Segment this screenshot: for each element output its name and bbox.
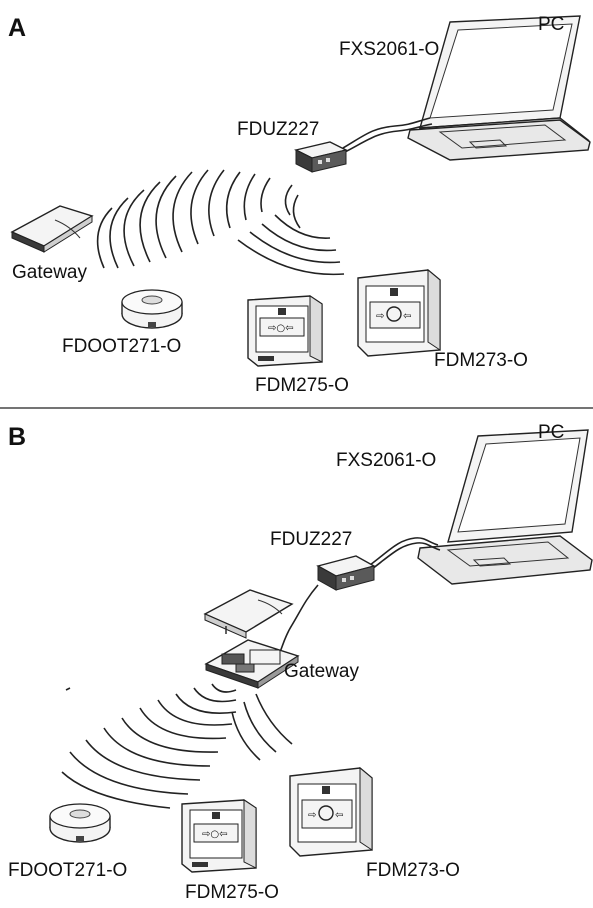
manual-call-point-back-icon: ⇨ ⇦: [289, 766, 373, 857]
usb-cable: [342, 117, 431, 149]
gateway-label: Gateway: [12, 262, 87, 283]
pc-laptop-icon: [417, 429, 593, 585]
manual-call-point-back-icon: ⇨ ⇦: [357, 268, 441, 357]
svg-text:⇨: ⇨: [376, 311, 384, 322]
panel-b-letter: B: [8, 423, 26, 451]
gateway-label: Gateway: [284, 661, 359, 682]
usb-cable: [369, 537, 439, 566]
svg-text:⇨○⇦: ⇨○⇦: [268, 323, 293, 334]
interface-label: FDUZ227: [270, 529, 352, 550]
radio-waves-icon: [96, 169, 345, 276]
detector-label: FDOOT271-O: [62, 336, 181, 357]
svg-text:⇦: ⇦: [335, 810, 343, 821]
pc-label: PC: [538, 422, 564, 443]
gateway-cable: [279, 584, 319, 653]
gateway-device-icon: [10, 205, 94, 253]
panel-b: B PC FXS2061-O FDUZ227: [8, 422, 593, 903]
callpoint-back-label: FDM273-O: [434, 350, 528, 371]
pc-label: PC: [538, 14, 564, 35]
radio-waves-icon: [61, 683, 293, 809]
panel-a-letter: A: [8, 14, 26, 42]
smoke-detector-icon: [121, 289, 183, 329]
svg-text:⇦: ⇦: [403, 311, 411, 322]
software-label: FXS2061-O: [339, 39, 439, 60]
pc-laptop-icon: [407, 15, 591, 161]
interface-device-icon: [293, 141, 349, 173]
gateway-device-icon: [203, 589, 300, 689]
detector-label: FDOOT271-O: [8, 860, 127, 881]
svg-text:⇨○⇦: ⇨○⇦: [202, 829, 227, 840]
manual-call-point-front-icon: ⇨○⇦: [181, 799, 257, 873]
callpoint-back-label: FDM273-O: [366, 860, 460, 881]
callpoint-front-label: FDM275-O: [185, 882, 279, 903]
callpoint-front-label: FDM275-O: [255, 375, 349, 396]
smoke-detector-icon: [49, 803, 111, 843]
svg-text:⇨: ⇨: [308, 810, 316, 821]
manual-call-point-front-icon: ⇨○⇦: [247, 295, 323, 367]
interface-label: FDUZ227: [237, 119, 319, 140]
interface-device-icon: [316, 555, 376, 591]
software-label: FXS2061-O: [336, 450, 436, 471]
panel-a: A PC FXS2061-O FDUZ227: [8, 14, 591, 396]
